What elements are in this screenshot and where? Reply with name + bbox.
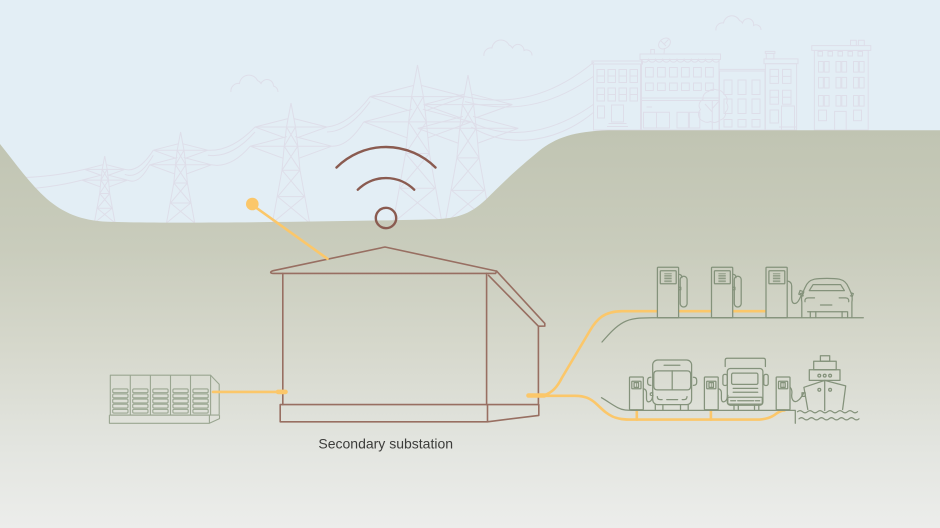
svg-text:Secondary substation: Secondary substation <box>318 436 453 452</box>
